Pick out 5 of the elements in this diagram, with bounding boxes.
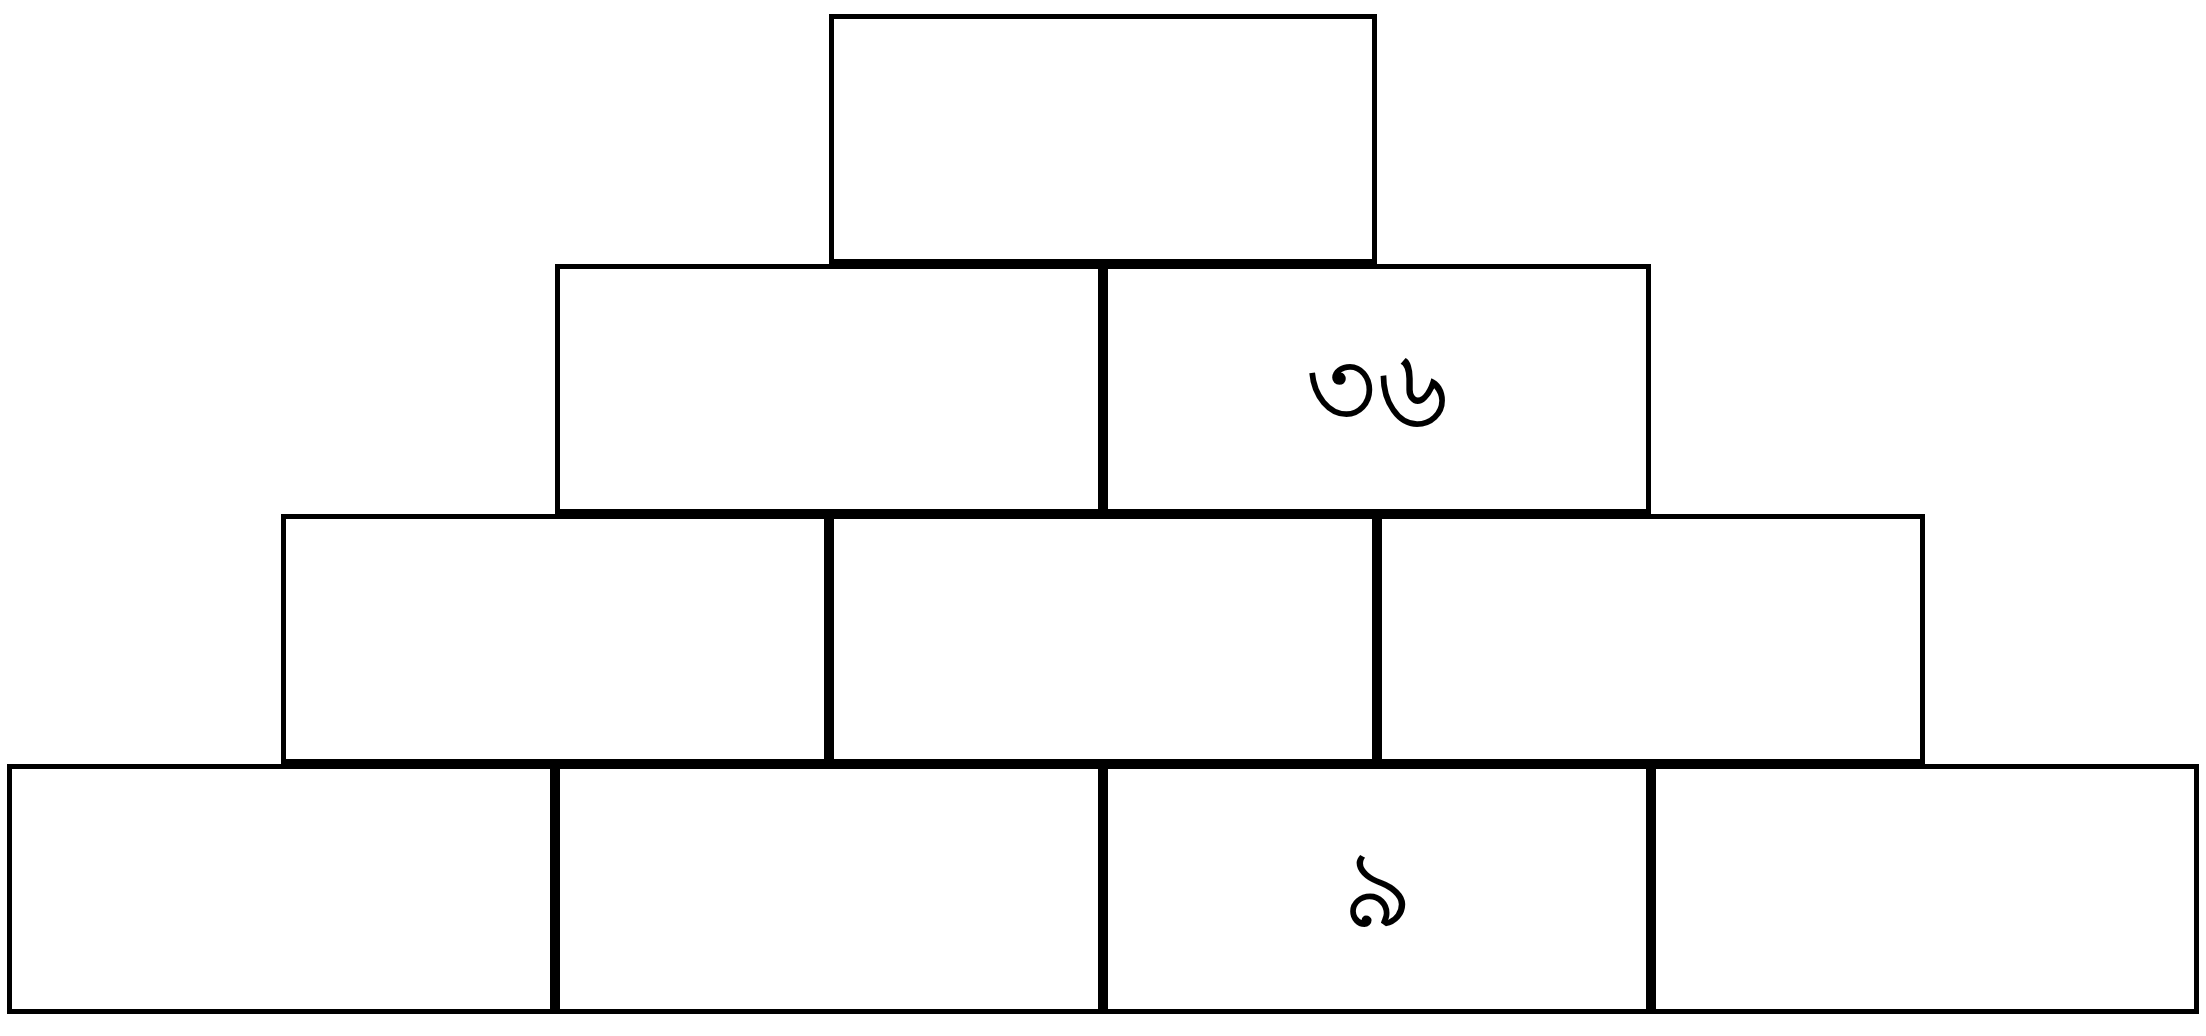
pyramid-brick <box>7 764 555 1014</box>
number-text: ৩৬ <box>1305 334 1449 444</box>
number-text: ৯ <box>1341 834 1413 944</box>
pyramid-brick <box>829 14 1377 264</box>
pyramid-brick <box>1651 764 2199 1014</box>
